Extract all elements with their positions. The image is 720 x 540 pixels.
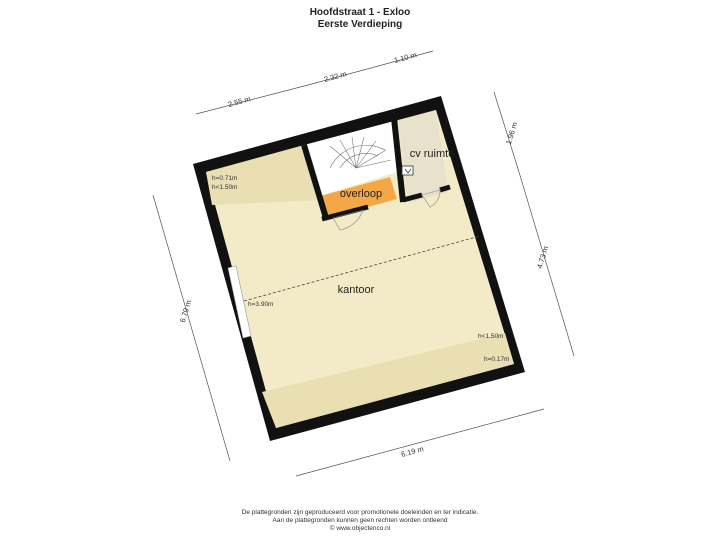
dim-right-top: 1.96 m	[504, 121, 519, 146]
staircase-icon	[329, 136, 392, 169]
cv-ruimte-floor	[398, 110, 448, 203]
dim-right-bottom: 4.73 m	[535, 245, 550, 270]
footer-rights: Aan de plattegronden kunnen geen rechten…	[272, 517, 448, 524]
plan-subtitle: Eerste Verdieping	[317, 19, 403, 30]
dim-bottom: 6.19 m	[400, 444, 424, 459]
window-left	[227, 265, 252, 339]
height-label-h071: h=0.71m	[212, 175, 237, 182]
height-label-h017: h=0.17m	[484, 356, 509, 363]
door-overloop	[332, 209, 364, 231]
height-label-h150-right: h<1.50m	[478, 333, 503, 340]
wall-cv-bottom-right	[439, 184, 451, 193]
dimension-lines	[152, 50, 575, 477]
room-label-cv: cv ruimte	[410, 148, 455, 160]
overloop-floor	[320, 177, 397, 218]
low-height-zone-bottom	[262, 333, 514, 428]
boiler-icon	[401, 165, 414, 176]
room-label-overloop: overloop	[340, 188, 382, 200]
ridge-line	[243, 235, 481, 302]
footer-website: © www.objectenco.nl	[329, 525, 391, 532]
dim-top-left: 2.55 m	[227, 94, 251, 109]
dim-top-right: 1.10 m	[393, 50, 417, 65]
room-label-kantoor: kantoor	[338, 284, 375, 296]
dim-top-mid: 2.32 m	[323, 69, 347, 84]
plan-title: Hoofdstraat 1 - Exloo	[309, 7, 411, 18]
wall-stair-right	[391, 117, 406, 203]
low-height-zone-top	[206, 145, 322, 205]
height-label-h390: h=3.90m	[248, 301, 273, 308]
dim-left: 6.79 m	[178, 299, 193, 324]
wall-overloop-bottom	[321, 204, 369, 222]
door-cv	[421, 189, 441, 208]
staircase-area	[304, 121, 403, 196]
wall-stair-left	[301, 144, 329, 219]
wall-cv-bottom	[402, 192, 423, 203]
footer-disclaimer: De plattegronden zijn geproduceerd voor …	[241, 509, 479, 516]
height-label-h150-left: h<1.50m	[212, 184, 237, 191]
